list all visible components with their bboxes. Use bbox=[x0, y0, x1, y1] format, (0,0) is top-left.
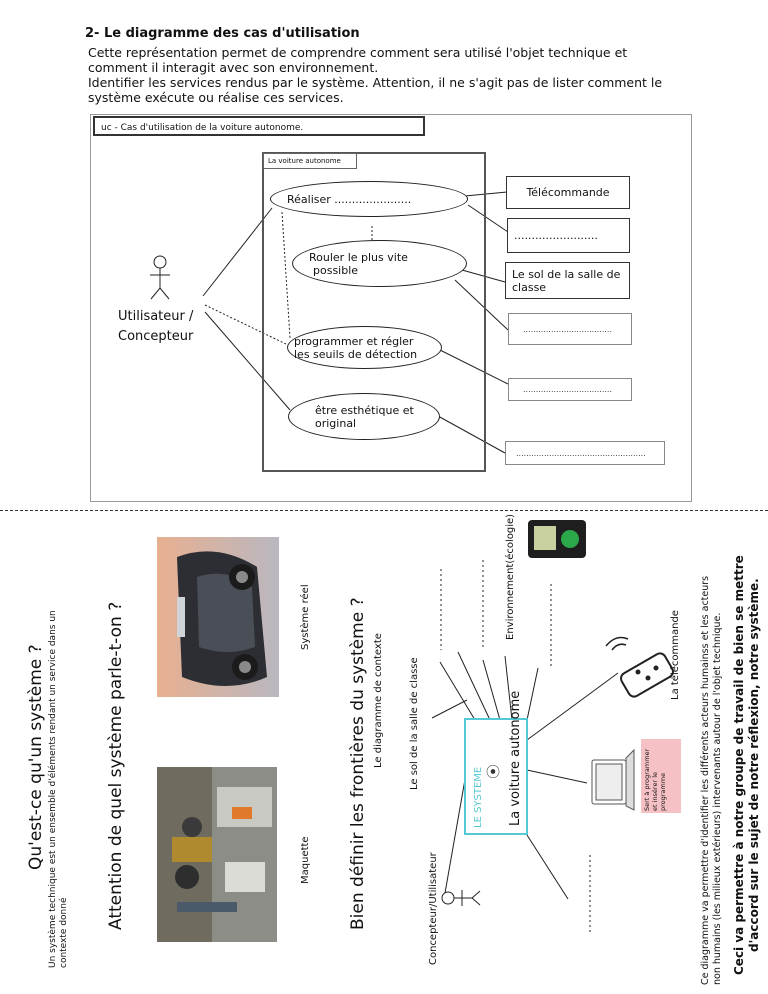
explanation-text: Ce diagramme va permettre d'identifier l… bbox=[700, 576, 724, 985]
photo-maquette bbox=[157, 767, 277, 942]
actor-box-text: ........................ bbox=[514, 229, 598, 242]
context-system-name: La voiture autonome bbox=[508, 690, 523, 826]
actor-box-text: ................................... bbox=[523, 324, 613, 334]
conclusion-text: Ceci va permettre à notre groupe de trav… bbox=[732, 555, 762, 975]
actor-box-telecommande: Télécommande bbox=[506, 176, 630, 209]
laptop-icon bbox=[591, 748, 635, 811]
diagram-frame bbox=[90, 114, 692, 502]
actor-box-blank: ........................................… bbox=[505, 441, 665, 465]
use-case-text: être esthétique et bbox=[315, 403, 414, 417]
actor-box-sol: Le sol de la salle de classe bbox=[505, 262, 630, 299]
actor-stick-figure bbox=[150, 255, 170, 300]
photo-systeme-reel bbox=[157, 537, 279, 697]
use-case-programmer: programmer et régler les seuils de détec… bbox=[287, 326, 442, 369]
context-system-tag: LE SYSTEME bbox=[473, 766, 484, 828]
intro-line: Identifier les services rendus par le sy… bbox=[88, 75, 663, 90]
use-case-text: Réaliser ...................... bbox=[287, 192, 412, 206]
remote-icon bbox=[605, 636, 674, 698]
conclusion-line: d'accord sur le sujet de notre réflexion… bbox=[747, 578, 761, 952]
car-wifi-icon: ⦿ bbox=[486, 765, 500, 781]
context-actor-label: Concepteur/Utilisateur bbox=[428, 852, 439, 965]
recycle-bin-icon bbox=[528, 520, 586, 558]
uc-label: uc - Cas d'utilisation de la voiture aut… bbox=[93, 116, 425, 136]
cut-line bbox=[0, 510, 768, 511]
system-label: La voiture autonome bbox=[263, 153, 357, 169]
actor-label: Utilisateur / Concepteur bbox=[118, 307, 193, 347]
actor-box-text: ........................................… bbox=[516, 448, 646, 458]
programming-note: Sert à programmer et insérer le programm… bbox=[641, 739, 681, 813]
section-title: 2- Le diagramme des cas d'utilisation bbox=[85, 26, 360, 41]
use-case-text: programmer et régler bbox=[294, 334, 414, 348]
system-boundary bbox=[262, 152, 486, 472]
context-env-label: Environnement(écologie) bbox=[505, 513, 516, 640]
diagram-connectors bbox=[150, 191, 509, 454]
use-case-rouler: Rouler le plus vite possible bbox=[292, 240, 467, 287]
actor-box-text: Télécommande bbox=[526, 186, 610, 199]
use-case-text: possible bbox=[313, 263, 359, 277]
context-actor-figure bbox=[441, 890, 481, 906]
intro-line: comment il interagit avec son environnem… bbox=[88, 60, 379, 75]
actor-label-line: Concepteur bbox=[118, 329, 194, 344]
explanation-line: Ce diagramme va permettre d'identifier l… bbox=[700, 575, 711, 985]
context-remote-label: La télécommande bbox=[670, 610, 681, 700]
explanation-line: non humains (les milieux extérieurs) int… bbox=[712, 612, 723, 985]
use-case-text: les seuils de détection bbox=[294, 347, 418, 361]
actor-box-blank: ........................ bbox=[507, 218, 630, 253]
actor-label-line: Utilisateur / bbox=[118, 309, 194, 324]
intro-line: Cette représentation permet de comprendr… bbox=[88, 45, 628, 60]
context-floor-label: Le sol de la salle de classe bbox=[409, 657, 420, 790]
actor-box-blank: ................................... bbox=[508, 313, 632, 345]
actor-box-text: Le sol de la salle de bbox=[512, 267, 621, 281]
actor-box-text: ................................... bbox=[523, 385, 613, 394]
actor-box-blank: ................................... bbox=[508, 378, 632, 401]
context-system-box bbox=[464, 718, 528, 835]
programming-note-text: Sert à programmer et insérer le programm… bbox=[643, 748, 667, 811]
actor-box-text: classe bbox=[512, 280, 547, 294]
use-case-esthetique: être esthétique et original bbox=[288, 393, 440, 440]
intro-paragraph: Cette représentation permet de comprendr… bbox=[88, 45, 728, 105]
conclusion-line: Ceci va permettre à notre groupe de trav… bbox=[732, 555, 746, 975]
use-case-text: original bbox=[315, 416, 357, 430]
use-case-realiser: Réaliser ...................... bbox=[270, 181, 468, 217]
use-case-text: Rouler le plus vite bbox=[309, 250, 408, 264]
intro-line: système exécute ou réalise ces services. bbox=[88, 90, 344, 105]
